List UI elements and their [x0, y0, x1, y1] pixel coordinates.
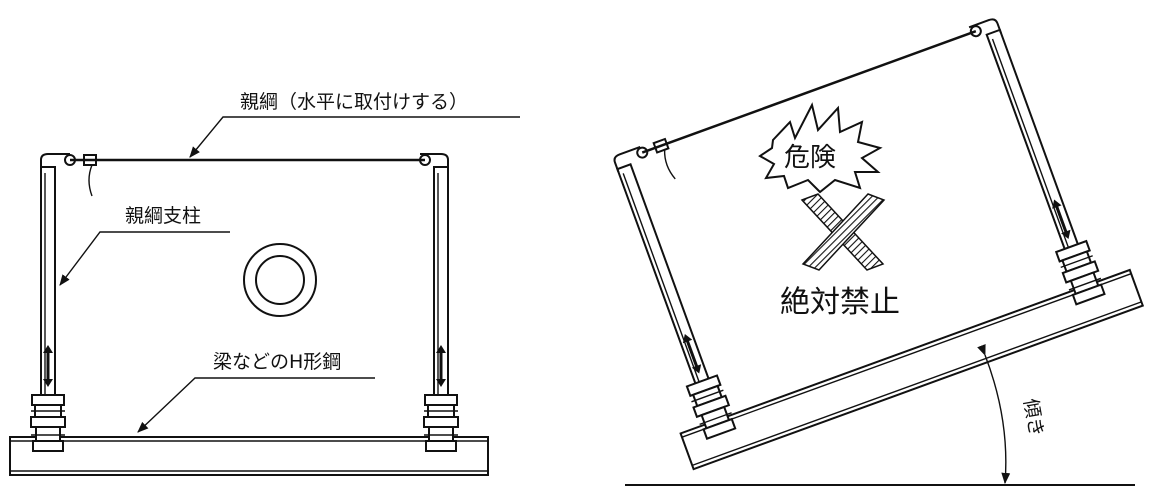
hook-left	[40, 153, 70, 170]
prohibited-label: 絶対禁止	[780, 285, 900, 320]
danger-label: 危険	[784, 143, 836, 173]
beam-label: 梁などのH形鋼	[213, 351, 341, 373]
incorrect-installation: 危険 絶対禁止 傾き	[606, 18, 1145, 486]
danger-burst-icon: 危険	[758, 102, 883, 194]
ok-double-circle-icon	[243, 243, 317, 317]
lifeline-label: 親綱（水平に取付けする）	[240, 91, 468, 113]
tilt-label: 傾き	[1019, 397, 1047, 438]
post-right	[422, 165, 460, 453]
post-left	[29, 165, 67, 453]
tilt-angle-arc	[977, 343, 1011, 485]
lifeline-right	[641, 30, 977, 154]
tilted-post-left	[606, 159, 739, 441]
post-label: 親綱支柱	[125, 205, 201, 227]
tilted-post-right	[975, 24, 1108, 307]
hook-right	[420, 153, 449, 170]
h-beam-right	[679, 268, 1145, 471]
correct-installation: 親綱（水平に取付けする） 親綱支柱 梁などのH形鋼	[9, 91, 520, 476]
prohibited-cross-icon	[800, 193, 886, 271]
h-beam-left	[9, 436, 489, 476]
